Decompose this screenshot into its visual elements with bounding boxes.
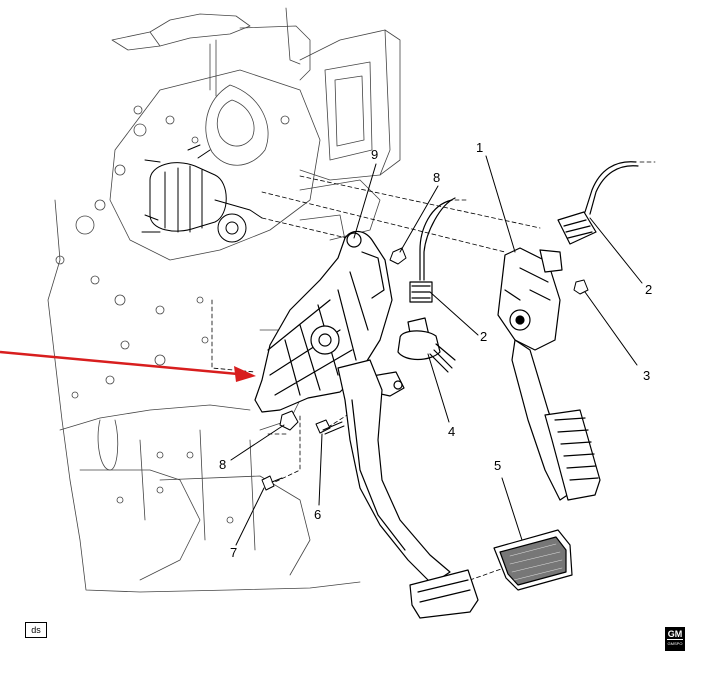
callout-5: 5 — [494, 458, 501, 473]
callout-2-center: 2 — [480, 329, 487, 344]
callout-8-upper: 8 — [433, 170, 440, 185]
gm-logo-badge: GM GMSPO — [665, 627, 685, 651]
right-harness-connector — [557, 161, 639, 245]
center-harness-connector — [409, 197, 456, 303]
brake-pedal-bracket — [254, 230, 405, 413]
brake-position-sensor — [397, 317, 456, 373]
gm-logo-subtext: GMSPO — [667, 641, 683, 646]
callout-labels: 1 2 2 3 4 5 6 7 8 8 9 — [219, 140, 652, 560]
accelerator-pedal-assembly — [497, 247, 601, 501]
gm-logo-text: GM — [667, 629, 683, 640]
leader-lines — [230, 155, 643, 546]
brake-pedal-pad — [493, 529, 573, 591]
brake-pedal-arm — [337, 359, 479, 619]
callout-1: 1 — [476, 140, 483, 155]
callout-2-right: 2 — [645, 282, 652, 297]
callout-9: 9 — [371, 147, 378, 162]
ds-badge: ds — [25, 622, 47, 638]
booster-pushrod — [141, 144, 263, 243]
callout-7: 7 — [230, 545, 237, 560]
fasteners — [261, 247, 589, 491]
alignment-lines — [211, 161, 656, 581]
firewall-structure — [47, 7, 401, 593]
callout-4: 4 — [448, 424, 455, 439]
callout-3: 3 — [643, 368, 650, 383]
red-pointer-arrow — [0, 350, 256, 382]
callout-8-lower: 8 — [219, 457, 226, 472]
callout-6: 6 — [314, 507, 321, 522]
